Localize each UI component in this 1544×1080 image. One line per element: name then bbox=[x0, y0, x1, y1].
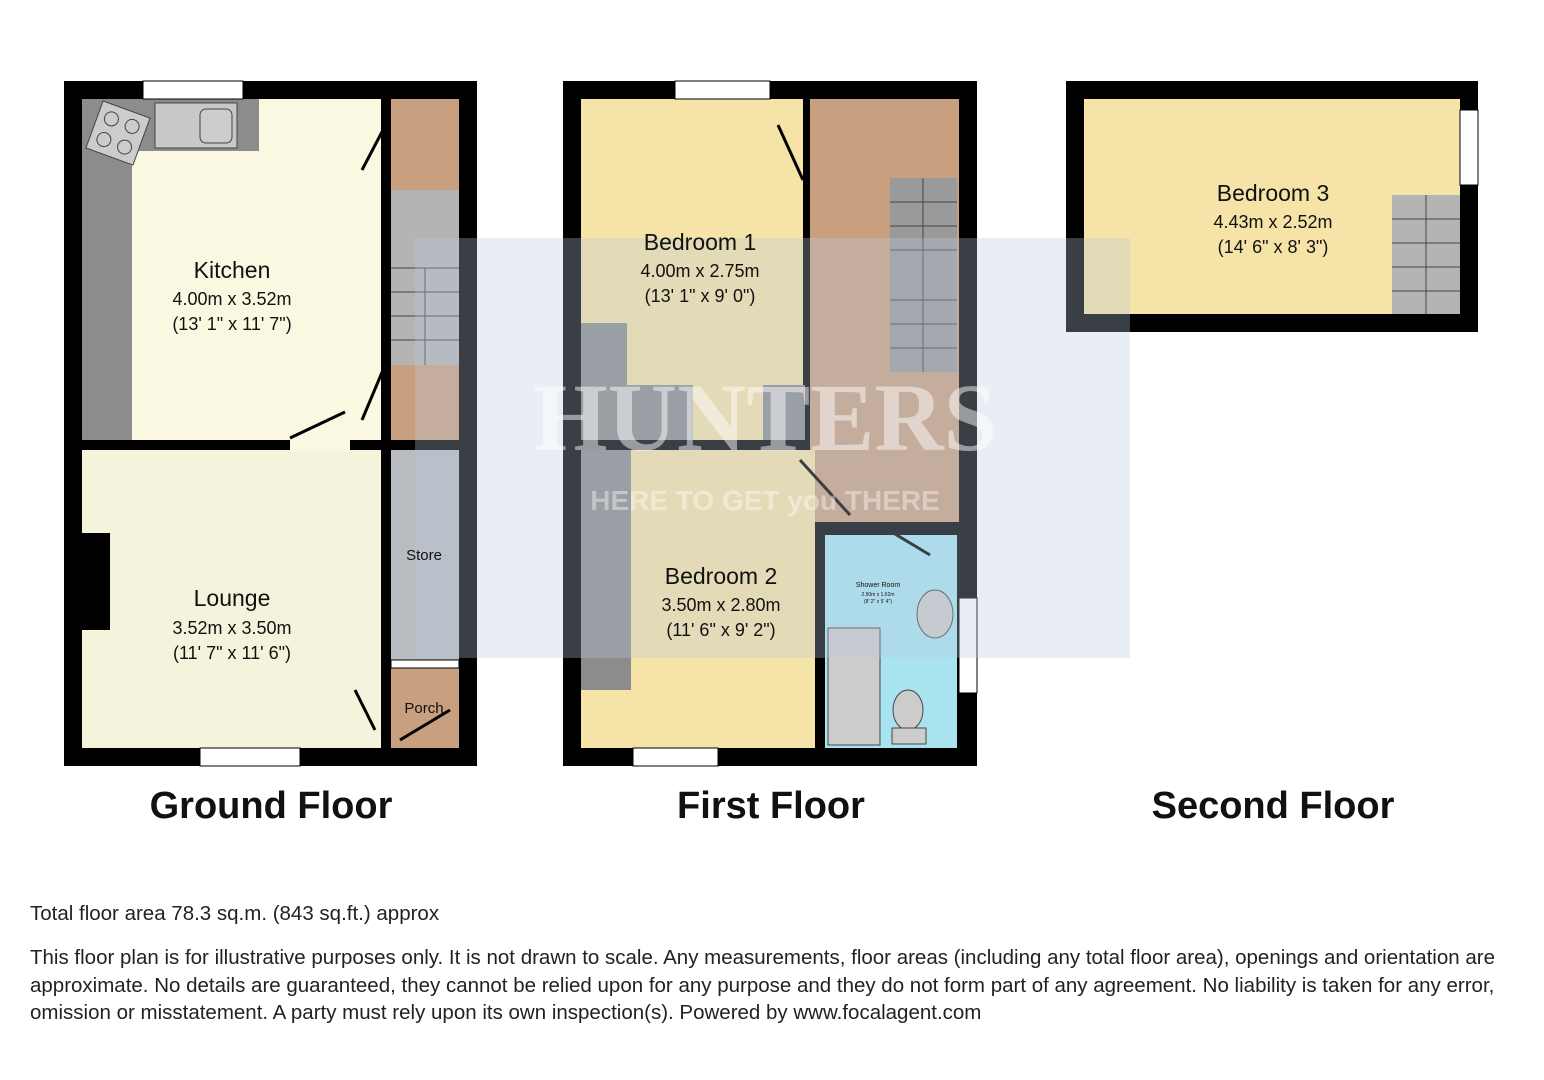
bedroom-3-imperial: (14' 6" x 8' 3") bbox=[1218, 237, 1329, 257]
bedroom-3-label: Bedroom 3 bbox=[1217, 180, 1330, 206]
hob-icon bbox=[85, 100, 151, 166]
kitchen-metric: 4.00m x 3.52m bbox=[172, 289, 291, 309]
bedroom-1-metric: 4.00m x 2.75m bbox=[640, 261, 759, 281]
kitchen-imperial: (13' 1" x 11' 7") bbox=[172, 314, 291, 334]
ground-floor-title: Ground Floor bbox=[149, 785, 393, 827]
first-floor-plan bbox=[563, 80, 978, 767]
store-label: Store bbox=[406, 547, 442, 564]
kitchen-label: Kitchen bbox=[194, 257, 271, 283]
bedroom-3-metric: 4.43m x 2.52m bbox=[1213, 212, 1332, 232]
shower-tray bbox=[827, 627, 881, 746]
bedroom-1-imperial: (13' 1" x 9' 0") bbox=[645, 286, 756, 306]
lounge-imperial: (11' 7" x 11' 6") bbox=[173, 643, 291, 663]
total-floor-area: Total floor area 78.3 sq.m. (843 sq.ft.)… bbox=[30, 902, 440, 925]
wardrobe bbox=[581, 323, 627, 440]
disclaimer: This floor plan is for illustrative purp… bbox=[30, 946, 1495, 1024]
svg-text:HERE TO GET you THERE: HERE TO GET you THERE bbox=[590, 485, 940, 516]
lounge-label: Lounge bbox=[194, 585, 271, 611]
porch-area bbox=[391, 668, 459, 748]
lounge-area bbox=[82, 450, 381, 748]
second-floor-title: Second Floor bbox=[1151, 785, 1395, 827]
store-area bbox=[391, 450, 459, 660]
shower-room-metric: 2.50m x 1.62m bbox=[861, 592, 894, 598]
ground-floor-plan bbox=[64, 80, 477, 767]
second-floor-plan bbox=[1066, 81, 1479, 332]
shower-room-label: Shower Room bbox=[856, 582, 901, 589]
fireplace bbox=[82, 533, 110, 630]
bedroom-2-imperial: (11' 6" x 9' 2") bbox=[666, 620, 775, 640]
toilet bbox=[892, 689, 924, 731]
svg-text:HUNTERS: HUNTERS bbox=[533, 364, 997, 471]
first-floor-title: First Floor bbox=[677, 785, 865, 827]
bedroom-1-label: Bedroom 1 bbox=[644, 229, 757, 255]
wardrobe bbox=[581, 450, 631, 690]
lounge-metric: 3.52m x 3.50m bbox=[172, 618, 291, 638]
porch-label: Porch bbox=[404, 700, 443, 717]
bedroom-2-label: Bedroom 2 bbox=[665, 563, 778, 589]
watermark: HUNTERS HERE TO GET you THERE bbox=[415, 238, 1130, 658]
bedroom-2-metric: 3.50m x 2.80m bbox=[661, 595, 780, 615]
shower-room-imperial: (8' 2" x 5' 4") bbox=[864, 599, 892, 605]
basin bbox=[916, 589, 954, 639]
